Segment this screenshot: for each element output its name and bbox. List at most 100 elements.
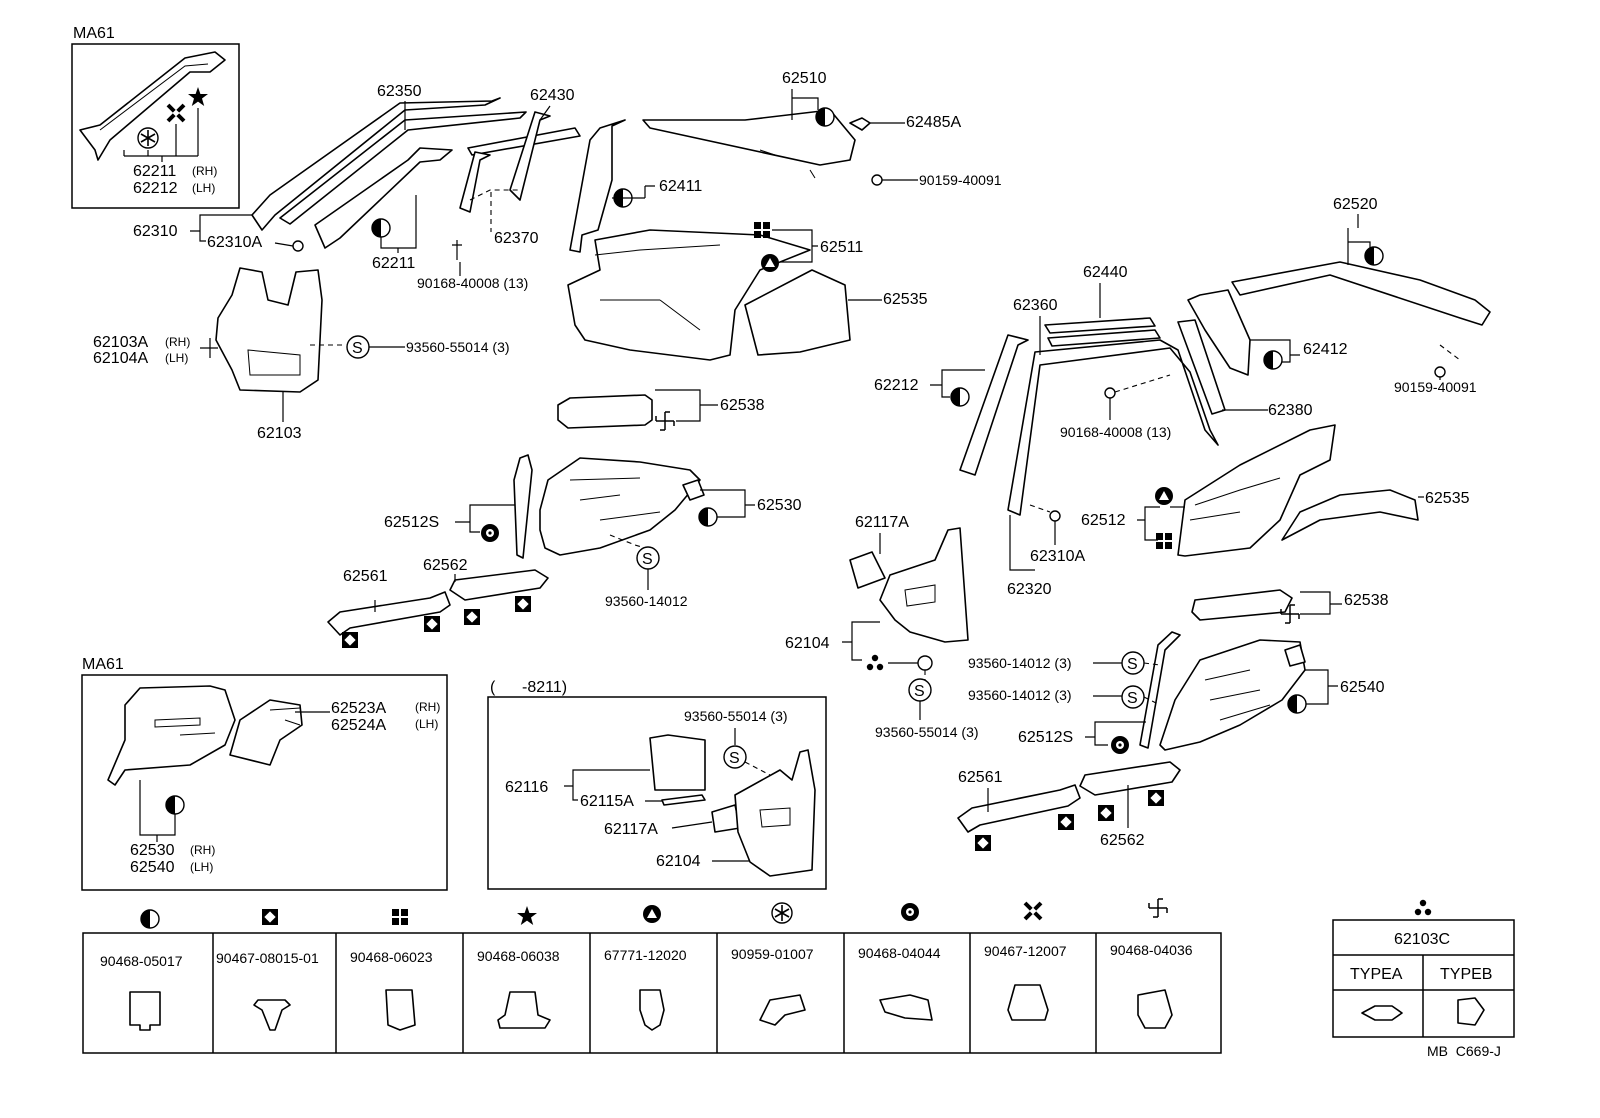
clip-part-2: 90467-08015-01 [216, 950, 319, 966]
label-93560-55014-1: 93560-55014 (3) [406, 339, 510, 355]
part-62104-kick-panel-right [879, 527, 969, 643]
label-s-2: S [642, 551, 653, 568]
scuff-left: 62561 62562 [327, 557, 549, 648]
three-dots-icon [1414, 899, 1432, 916]
part-62350-garnish [251, 97, 501, 231]
clip-drawing-4 [497, 991, 551, 1029]
clip-part-1: 90468-05017 [100, 953, 183, 969]
part-62320-garnish [1007, 339, 1219, 516]
part-62211-pillar [314, 147, 453, 249]
label-90168-2: 90168-40008 (13) [1060, 424, 1171, 440]
clip-part-5: 67771-12020 [604, 947, 687, 963]
four-squares-icon [1156, 533, 1172, 549]
clip-62310a-2 [1049, 510, 1061, 522]
square-dot-icon [1148, 790, 1164, 806]
three-dots-icon [866, 654, 884, 671]
ma61-a-frame [71, 43, 240, 209]
label-s-6: S [1127, 690, 1138, 707]
type-table-part: 62103C [1394, 931, 1450, 948]
clip-drawing-3 [385, 989, 416, 1031]
square-dot-icon [1058, 814, 1074, 830]
label-90159-1: 90159-40091 [919, 172, 1002, 188]
label-62535-1: 62535 [883, 291, 928, 308]
square-dot-icon [1098, 805, 1114, 821]
kick-panel-right: 62117A 62104 S 93560-55014 (3) [785, 514, 979, 740]
half-circle-icon [165, 795, 185, 815]
half-circle-icon [140, 909, 160, 929]
type-b-label: TYPEB [1440, 966, 1492, 983]
part-62523a-ma61 [229, 699, 303, 766]
range-frame [487, 696, 827, 890]
label-62211: 62211 [372, 255, 415, 272]
clip-drawing-7 [879, 994, 933, 1021]
clip-legend-frame [82, 932, 1222, 1054]
quarter-trim-left: 62511 62535 [567, 222, 928, 361]
part-62370-lower [509, 111, 551, 201]
label-62535-2: 62535 [1425, 490, 1470, 507]
part-62530-bracket [682, 479, 705, 501]
clip-legend: 90468-05017 90467-08015-01 90468-06023 9… [82, 898, 1222, 1054]
star-icon [188, 87, 208, 106]
right-pillars: 62520 90159-40091 62440 62360 62412 6221… [874, 196, 1491, 598]
label-62440: 62440 [1083, 264, 1128, 281]
part-62117a-gasket-right [849, 551, 886, 589]
label-62562-2: 62562 [1100, 832, 1145, 849]
part-62562-scuff [449, 569, 549, 601]
clip-drawing-2 [253, 999, 291, 1031]
label-62530-rh: 62530 [130, 842, 175, 859]
label-62212-lh: 62212 [133, 180, 178, 197]
dot-circle-icon [1111, 736, 1129, 754]
part-62211-pillar-ma61 [79, 51, 226, 161]
half-circle-icon [698, 507, 718, 527]
label-62520: 62520 [1333, 196, 1378, 213]
quarter-lower-right: 62540 93560-14012 (3) S 93560-14012 (3) … [968, 631, 1385, 754]
part-62530-trim [539, 457, 701, 556]
part-62520-package-tray [1231, 261, 1491, 326]
dot-circle-icon [901, 903, 919, 921]
half-circle-icon [1364, 246, 1384, 266]
label-62211-rh: 62211 [133, 163, 176, 180]
label-rh-3: (RH) [415, 700, 440, 714]
square-dot-icon [515, 596, 531, 612]
group-label-ma61-b: MA61 [82, 656, 124, 673]
label-90159-2: 90159-40091 [1394, 379, 1477, 395]
square-dot-icon [975, 835, 991, 851]
label-93560-55014-3: 93560-55014 (3) [684, 708, 788, 724]
ma61-b-group: MA61 62523A (RH) 62524A (LH) 62530 (RH) … [81, 656, 448, 891]
clip-drawing-8 [1007, 984, 1049, 1021]
part-62440-strip [1044, 317, 1156, 334]
reference-code: MB C669-J [1427, 1043, 1501, 1059]
clip-part-9: 90468-04036 [1110, 942, 1193, 958]
label-62511: 62511 [820, 239, 863, 256]
label-62538-1: 62538 [720, 397, 765, 414]
part-62485a [849, 117, 871, 131]
type-b-drawing [1457, 997, 1485, 1026]
star-icon [517, 906, 537, 925]
label-62411: 62411 [659, 178, 702, 195]
four-squares-icon [392, 909, 408, 925]
part-62511-quarter-trim [567, 229, 811, 361]
label-s-1: S [352, 340, 363, 357]
label-62104a: 62104A [93, 350, 148, 367]
label-lh: (LH) [192, 181, 215, 195]
label-62562-1: 62562 [423, 557, 468, 574]
clip-part-4: 90468-06038 [477, 948, 560, 964]
clip-part-7: 90468-04044 [858, 945, 941, 961]
part-62412-pillar [1187, 289, 1251, 376]
clip-part-3: 90468-06023 [350, 949, 433, 965]
cross-diamond-icon [166, 103, 186, 123]
label-62512s-1: 62512S [384, 514, 439, 531]
label-90168-1: 90168-40008 (13) [417, 275, 528, 291]
part-62440-strip-2 [1047, 329, 1161, 347]
label-62430: 62430 [530, 87, 575, 104]
label-62104-1: 62104 [785, 635, 830, 652]
triangle-circle-icon [761, 254, 779, 272]
part-62512s-garnish [513, 454, 533, 559]
half-circle-icon [1287, 694, 1307, 714]
label-62360: 62360 [1013, 297, 1058, 314]
clip-62103c [917, 655, 933, 671]
half-circle-icon [1263, 350, 1283, 370]
part-62562-scuff-right [1079, 761, 1181, 796]
label-62117a-2: 62117A [604, 821, 658, 838]
